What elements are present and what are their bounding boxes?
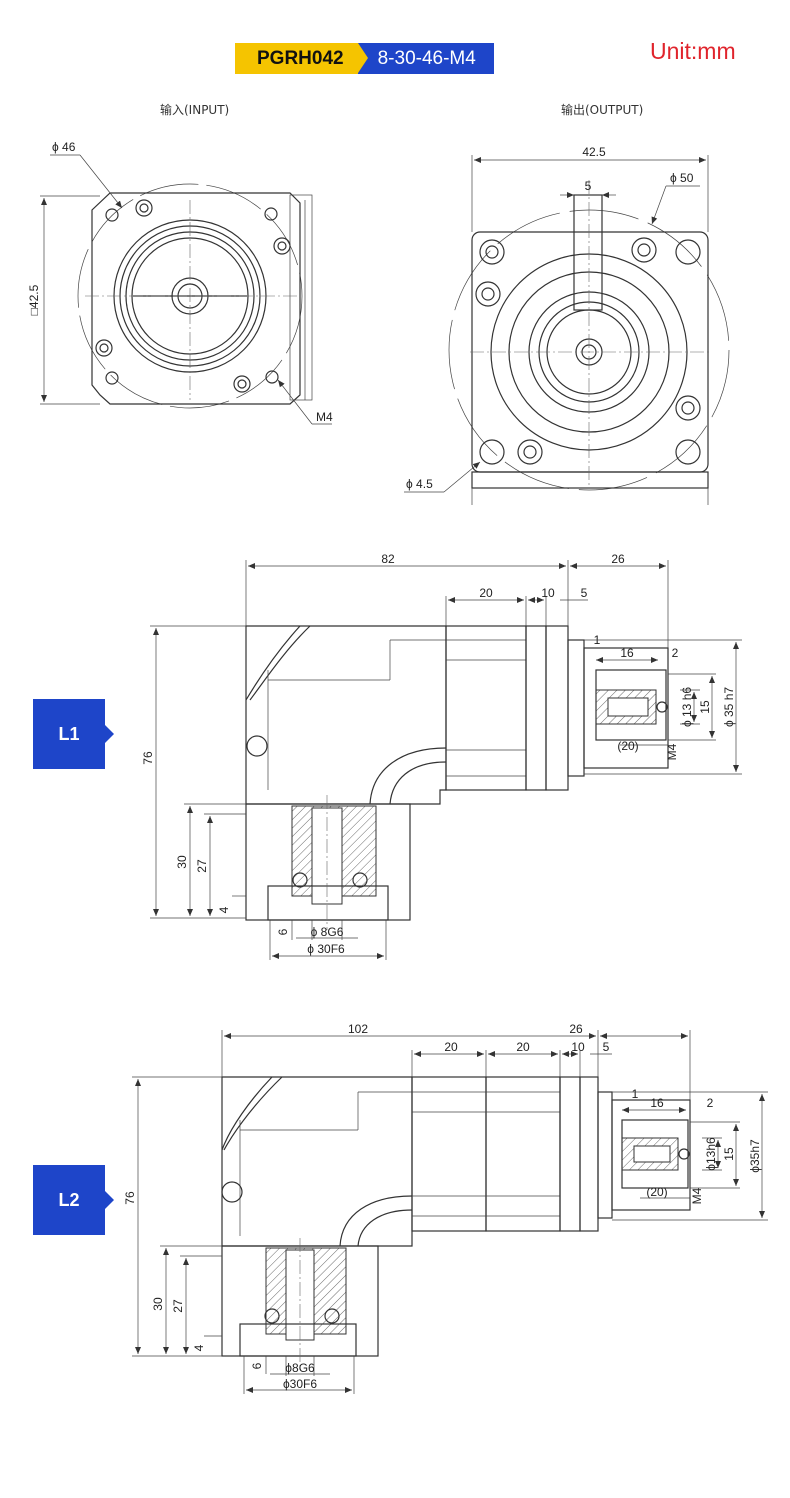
l2-flange-a2-dim: 20 [516,1040,530,1054]
l1-key-depth-dim: 6 [276,928,290,935]
l2-flange-b-dim: 10 [571,1040,585,1054]
l1-flange-b-dim: 10 [541,586,555,600]
l2-ref-dim: (20) [646,1185,667,1199]
l2-key-offset-dim: 2 [707,1096,714,1110]
output-view: 42.5 5 ϕ 50 ϕ 4.5 [404,145,730,505]
input-thread-dim: M4 [316,410,333,424]
output-key-dim: 5 [585,179,592,193]
l2-shaft-diameter-dim: ϕ13h6 [704,1137,718,1171]
l2-key-length-dim: 16 [650,1096,664,1110]
l1-step-height-dim: 4 [217,906,231,913]
model-header: PGRH042 8-30-46-M4 [235,43,494,74]
l1-shaft-dim: 26 [611,552,625,566]
l1-recess-diameter-dim: ϕ 30F6 [307,942,345,956]
l1-ref-dim: (20) [617,739,638,753]
l1-side-view: 82 26 20 10 5 1 16 2 (20) M4 ϕ 13 h6 15 … [141,552,742,960]
input-square-dim: □42.5 [27,284,41,315]
l2-badge: L2 [33,1165,114,1235]
output-width-dim: 42.5 [582,145,606,159]
l2-key-height-dim: 15 [722,1147,736,1161]
l1-flange-a-dim: 20 [479,586,493,600]
l1-input-height-dim: 30 [175,855,189,869]
l1-badge: L1 [33,699,114,769]
l1-bore-diameter-dim: ϕ 8G6 [311,925,344,939]
l1-bore-depth-dim: 27 [195,859,209,873]
l2-length-dim: 102 [348,1022,368,1036]
l1-key-height-dim: 15 [698,700,712,714]
model-label: PGRH042 [235,43,368,74]
l1-length-dim: 82 [381,552,395,566]
l2-flange-a-dim: 20 [444,1040,458,1054]
output-view-label: 输出(OUTPUT) [561,103,644,117]
l2-input-height-dim: 30 [151,1297,165,1311]
output-diameter-dim: ϕ 50 [670,171,694,185]
l2-pilot-diameter-dim: ϕ35h7 [748,1139,762,1173]
l2-bore-diameter-dim: ϕ8G6 [285,1361,315,1375]
input-diameter-dim: ϕ 46 [52,140,76,154]
output-hole-dim: ϕ 4.5 [406,477,433,491]
input-view: □42.5 ϕ 46 M4 [27,140,333,425]
model-code: 8-30-46-M4 [357,43,494,74]
l1-key-offset-dim: 2 [672,646,679,660]
l2-key-depth-dim: 6 [250,1362,264,1369]
l2-flange-c-dim: 5 [603,1040,610,1054]
l2-recess-diameter-dim: ϕ30F6 [283,1377,317,1391]
l2-side-view: 102 26 20 20 10 5 1 16 2 (20) M4 ϕ13h6 1… [123,1022,768,1394]
input-view-label: 输入(INPUT) [160,103,230,117]
l2-step-dim: 1 [632,1087,639,1101]
l2-thread-dim: M4 [690,1187,704,1204]
unit-label: Unit:mm [650,38,736,64]
l2-step-height-dim: 4 [192,1344,206,1351]
l1-shaft-diameter-dim: ϕ 13 h6 [680,687,694,727]
l1-flange-c-dim: 5 [581,586,588,600]
l2-shaft-dim: 26 [569,1022,583,1036]
l2-height-dim: 76 [123,1191,137,1205]
l1-thread-dim: M4 [665,743,679,760]
l1-pilot-diameter-dim: ϕ 35 h7 [722,687,736,727]
l2-bore-depth-dim: 27 [171,1299,185,1313]
l1-height-dim: 76 [141,751,155,765]
l1-key-length-dim: 16 [620,646,634,660]
